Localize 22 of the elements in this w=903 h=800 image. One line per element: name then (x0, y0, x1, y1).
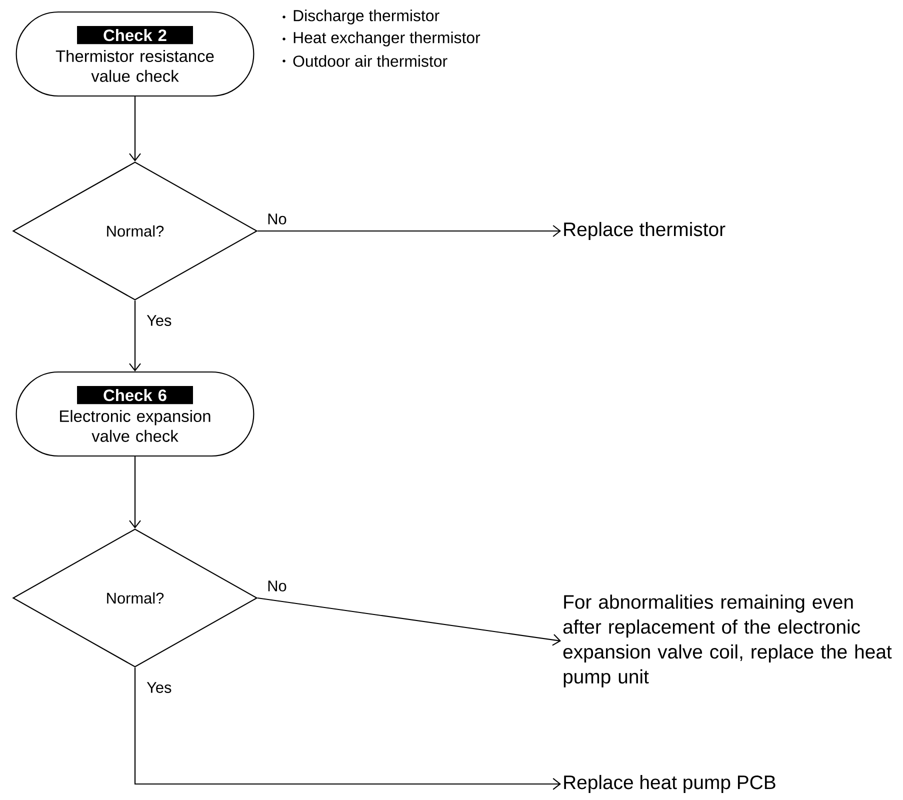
arrow (257, 597, 561, 646)
result-text: Replace heat pump PCB (564, 774, 776, 794)
step-text: Thermistor resistance value check (56, 50, 214, 82)
arrow (129, 300, 141, 372)
check-label: Check 2 (77, 26, 193, 44)
arrow (129, 456, 141, 528)
bullet-item: Discharge thermistor (282, 10, 440, 24)
arrow (129, 96, 141, 162)
edge-label: No (268, 214, 286, 224)
check-label: Check 6 (77, 386, 193, 404)
arrow (258, 225, 561, 237)
step-text: Electronic expansion valve check (60, 410, 210, 442)
result-text: For abnormalities remaining even after replacement of the electronic expansion valve coil, replace the heat pump unit (563, 594, 892, 688)
bullet-item: Outdoor air thermistor (282, 55, 448, 67)
edge-label: Yes (146, 315, 172, 326)
terminal-box (16, 11, 254, 97)
arrow (134, 668, 561, 790)
bullet-item: Heat exchanger thermistor (282, 32, 480, 46)
terminal-box (16, 371, 254, 457)
edge-label: Yes (146, 682, 172, 693)
edge-label: No (268, 580, 286, 592)
result-text: Replace thermistor (564, 222, 726, 240)
